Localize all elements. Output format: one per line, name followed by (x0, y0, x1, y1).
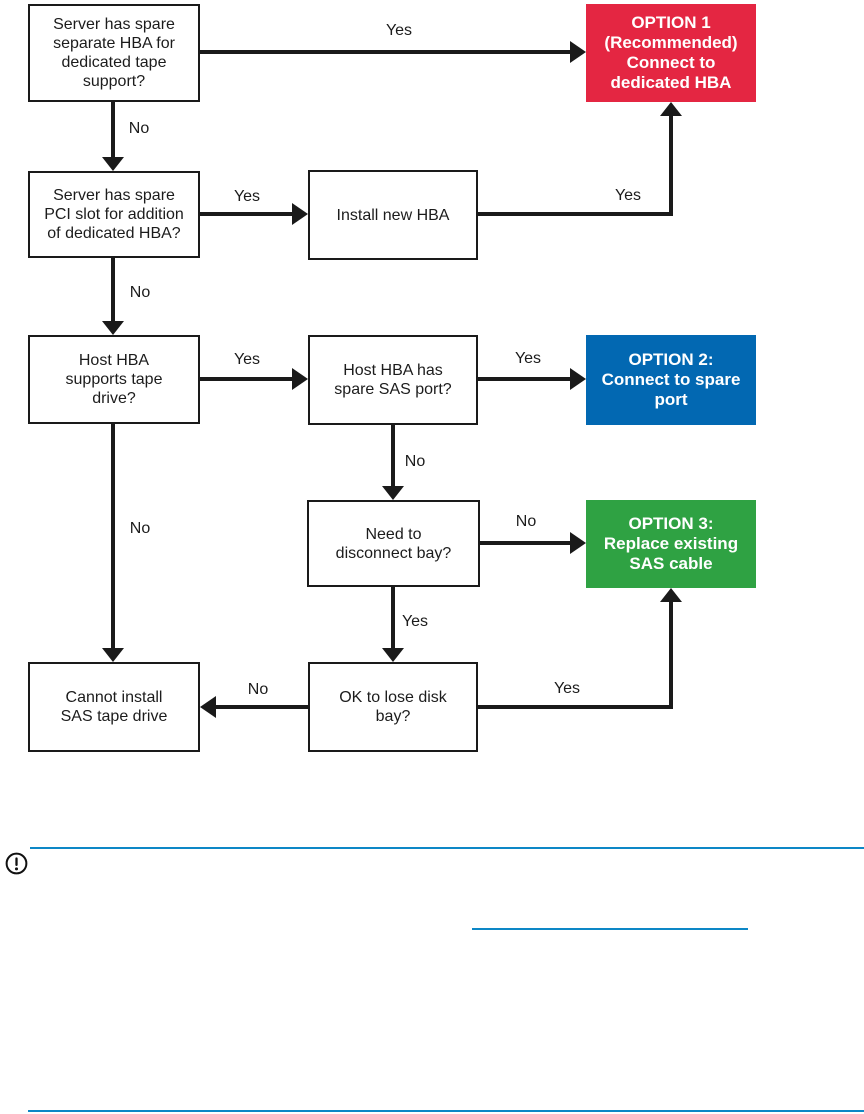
box-text: Server has spare separate HBA for dedica… (53, 15, 175, 91)
decision-box-spare-sas-port: Host HBA has spare SAS port? (308, 335, 478, 425)
decision-box-ok-to-lose-disk-bay: OK to lose disk bay? (308, 662, 478, 752)
box-text-line: Host HBA has (343, 362, 443, 379)
box-text-line: Server has spare (53, 16, 175, 33)
arrowhead-down-icon (382, 486, 404, 500)
exclamation-circle-icon (5, 852, 28, 875)
edge-label-no: No (128, 120, 150, 137)
edge-label-yes: Yes (401, 613, 429, 630)
arrow-q2-to-q3 (111, 258, 115, 321)
arrow-q5-to-option3 (480, 541, 572, 545)
option-text-line: Connect to (626, 53, 716, 72)
arrow-q1-to-option1 (200, 50, 572, 54)
option-text-line: Replace existing (603, 534, 739, 553)
action-box-install-new-hba: Install new HBA (308, 170, 478, 260)
arrow-install-to-option1-horizontal (478, 212, 673, 216)
option2-box-connect-spare-port: OPTION 2: Connect to spare port (586, 335, 756, 425)
arrowhead-right-icon (570, 368, 586, 390)
option-text-line: Connect to spare (601, 370, 741, 389)
box-text-line: bay? (375, 708, 411, 725)
edge-label-yes: Yes (233, 351, 261, 368)
arrowhead-up-icon (660, 588, 682, 602)
arrow-q5-to-q6 (391, 587, 395, 648)
arrow-q2-to-install (200, 212, 294, 216)
box-text: Server has spare PCI slot for addition o… (44, 186, 184, 243)
edge-label-no: No (129, 520, 151, 537)
edge-label-no: No (129, 284, 151, 301)
arrow-q4-to-q5 (391, 425, 395, 486)
option-text-line: (Recommended) (604, 33, 738, 52)
arrowhead-down-icon (102, 648, 124, 662)
edge-label-yes: Yes (614, 187, 642, 204)
option3-box-replace-sas-cable: OPTION 3: Replace existing SAS cable (586, 500, 756, 588)
box-text-line: Cannot install (65, 689, 163, 706)
edge-label-yes: Yes (553, 680, 581, 697)
arrow-q3-to-q4 (200, 377, 294, 381)
option-text-line: OPTION 3: (628, 514, 714, 533)
arrow-q6-to-cannot (214, 705, 308, 709)
arrowhead-right-icon (570, 532, 586, 554)
box-text-line: drive? (92, 390, 136, 407)
arrowhead-up-icon (660, 102, 682, 116)
box-text-line: Server has spare (53, 187, 175, 204)
edge-label-yes: Yes (233, 188, 261, 205)
box-text-line: dedicated tape (61, 54, 167, 71)
edge-label-yes: Yes (514, 350, 542, 367)
arrow-q6-to-option3-vertical (669, 600, 673, 709)
decision-box-spare-pci-slot: Server has spare PCI slot for addition o… (28, 171, 200, 258)
option-text-line: port (654, 390, 688, 409)
arrow-q3-to-cannot (111, 424, 115, 648)
arrow-q1-to-q2 (111, 102, 115, 158)
box-text: Cannot install SAS tape drive (61, 688, 168, 726)
decision-box-host-hba-supports-tape: Host HBA supports tape drive? (28, 335, 200, 424)
option-text-line: OPTION 2: (628, 350, 714, 369)
arrow-q6-to-option3-horizontal (478, 705, 673, 709)
arrow-q4-to-option2 (478, 377, 572, 381)
box-text-line: separate HBA for (53, 35, 175, 52)
link-underline[interactable] (472, 928, 748, 930)
box-text-line: SAS tape drive (60, 708, 168, 725)
arrowhead-right-icon (292, 203, 308, 225)
box-text-line: Install new HBA (336, 206, 450, 224)
box-text: Host HBA supports tape drive? (66, 351, 163, 408)
box-text-line: support? (82, 73, 146, 90)
box-text: Need to disconnect bay? (336, 525, 452, 563)
box-text-line: Host HBA (78, 352, 150, 369)
box-text: Install new HBA (337, 206, 450, 225)
edge-label-no: No (247, 681, 269, 698)
box-text: Host HBA has spare SAS port? (334, 361, 451, 399)
box-text-line: disconnect bay? (335, 544, 452, 562)
option-text-line: SAS cable (629, 554, 713, 573)
decision-box-need-disconnect-bay: Need to disconnect bay? (307, 500, 480, 587)
result-box-cannot-install: Cannot install SAS tape drive (28, 662, 200, 752)
edge-label-yes: Yes (385, 22, 413, 39)
box-text-line: PCI slot for addition (44, 206, 184, 223)
arrowhead-left-icon (200, 696, 216, 718)
arrow-install-to-option1-vertical (669, 114, 673, 216)
option-text-line: OPTION 1 (631, 13, 711, 32)
arrowhead-down-icon (102, 157, 124, 171)
option-text-line: dedicated HBA (610, 73, 732, 92)
decision-box-spare-dedicated-hba: Server has spare separate HBA for dedica… (28, 4, 200, 102)
section-divider-line (30, 847, 864, 849)
arrowhead-right-icon (570, 41, 586, 63)
arrowhead-down-icon (102, 321, 124, 335)
box-text-line: spare SAS port? (334, 381, 452, 398)
box-text-line: of dedicated HBA? (47, 225, 181, 242)
arrowhead-down-icon (382, 648, 404, 662)
arrowhead-right-icon (292, 368, 308, 390)
box-text-line: OK to lose disk (339, 689, 447, 706)
option1-box-connect-dedicated-hba: OPTION 1 (Recommended) Connect to dedica… (586, 4, 756, 102)
edge-label-no: No (404, 453, 426, 470)
footer-divider-line (28, 1110, 864, 1112)
box-text-line: supports tape (65, 371, 163, 388)
box-text-line: Need to (365, 525, 422, 543)
edge-label-no: No (515, 513, 537, 530)
box-text: OK to lose disk bay? (339, 688, 447, 726)
